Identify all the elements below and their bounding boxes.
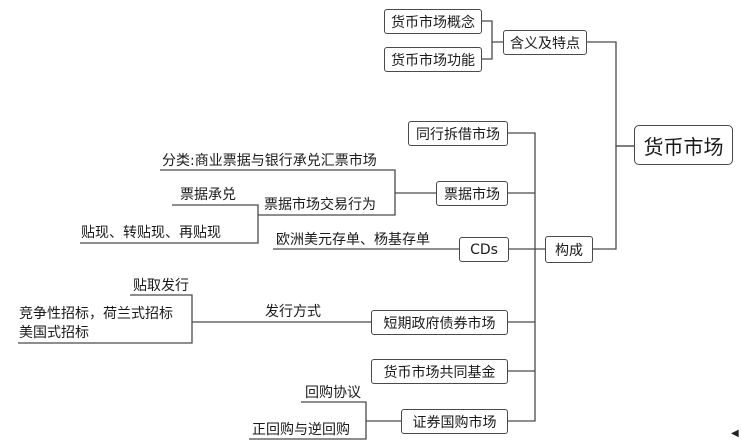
underline-bill-trading (258, 193, 396, 216)
node-securities-repo-market[interactable]: 证券国购市场 (401, 409, 508, 434)
node-short-gov-bond-market[interactable]: 短期政府债券市场 (371, 310, 508, 335)
node-money-market-function[interactable]: 货币市场功能 (384, 47, 482, 72)
connector-meaning-function (482, 42, 493, 60)
underline-bill-discount (80, 215, 259, 244)
connector-root-meaning (587, 41, 634, 147)
connector-root-composition (593, 145, 634, 250)
label-bill-discount[interactable]: 贴现、转贴现、再贴现 (81, 225, 221, 241)
label-cds-detail[interactable]: 欧洲美元存单、杨基存单 (276, 232, 430, 248)
underline-bill-acceptance (172, 204, 259, 215)
node-cds[interactable]: CDs (459, 237, 509, 262)
label-gov-auction-line1[interactable]: 竞争性招标，荷兰式招标 (19, 306, 173, 322)
node-bill-market[interactable]: 票据市场 (436, 181, 508, 206)
underline-gov-auction (18, 322, 193, 344)
triangle-left-icon[interactable]: ◀ (731, 428, 739, 439)
node-money-market-fund[interactable]: 货币市场共同基金 (371, 359, 508, 384)
label-repo-agreement[interactable]: 回购协议 (305, 385, 361, 401)
connector-meaning-concept (482, 20, 503, 43)
root-node[interactable]: 货币市场 (634, 125, 733, 165)
underline-repo-agreement (301, 401, 401, 422)
connector-trunk-top (508, 132, 545, 250)
underline-repo-forward (249, 421, 367, 440)
label-bill-acceptance[interactable]: 票据承兑 (180, 187, 236, 203)
label-gov-auction-line2[interactable]: 美国式招标 (19, 325, 89, 341)
node-money-market-concept[interactable]: 货币市场概念 (384, 9, 482, 34)
label-gov-discount-issue[interactable]: 贴取发行 (133, 278, 189, 294)
branch-composition[interactable]: 构成 (545, 236, 593, 263)
label-repo-forward-reverse[interactable]: 正回购与逆回购 (252, 422, 350, 438)
node-interbank-market[interactable]: 同行拆借市场 (408, 121, 508, 146)
label-gov-issue-method[interactable]: 发行方式 (265, 304, 321, 320)
underline-gov-discount-issue (130, 294, 193, 322)
branch-meaning[interactable]: 含义及特点 (503, 30, 587, 55)
connector-trunk-bottom (508, 249, 536, 422)
underline-bill-category (160, 169, 436, 194)
label-bill-category[interactable]: 分类:商业票据与银行承兑汇票市场 (162, 153, 377, 169)
label-bill-trading[interactable]: 票据市场交易行为 (264, 197, 376, 213)
